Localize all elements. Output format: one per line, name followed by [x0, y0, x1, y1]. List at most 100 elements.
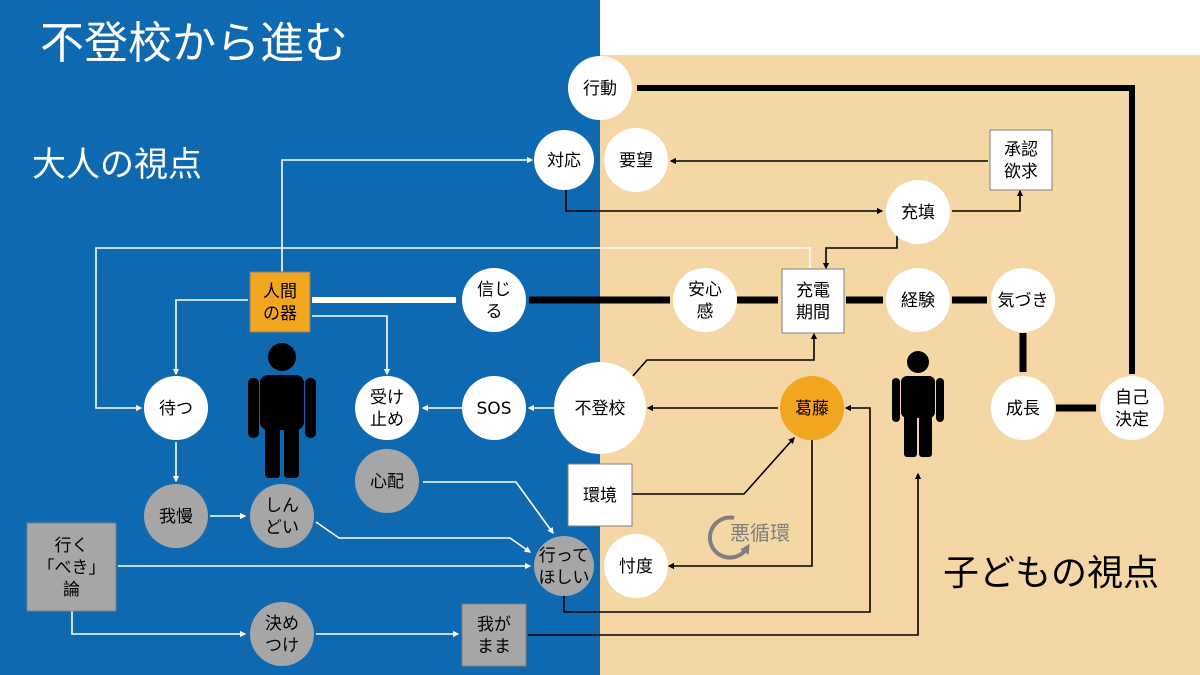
node-itte-label: ほしい [539, 568, 590, 588]
node-koudou-circle [568, 56, 632, 120]
vicious-cycle-label: 悪循環 [730, 521, 790, 545]
adult-perspective-label: 大人の視点 [32, 145, 202, 185]
arrow-kankyou-kattou [632, 437, 795, 495]
connectors [71, 85, 1135, 638]
node-futoukou-label: 不登校 [575, 399, 626, 419]
node-youbou: 要望 [604, 128, 668, 192]
node-wagamama-label: 我が [477, 615, 511, 635]
child-person-icon [892, 351, 944, 457]
node-anshin-circle [673, 268, 737, 332]
node-shinjiru-label: る [486, 302, 503, 322]
child-region-bg [600, 55, 1200, 675]
node-sos-label: SOS [477, 399, 512, 419]
node-uketome-label: 受け [370, 388, 404, 408]
arrow-kattou-sontaku [667, 440, 813, 570]
node-kimetsuke-label: 決め [265, 614, 299, 634]
node-juuten-label: 充填 [901, 203, 935, 223]
node-sontaku-circle [604, 534, 668, 598]
node-shounin-box [989, 129, 1053, 191]
node-ningen-label: 人間 [263, 282, 297, 302]
node-shinjiru: 信じる [462, 268, 526, 332]
node-kimetsuke-label: つけ [265, 636, 299, 656]
arrow-ningen-taiou [281, 156, 534, 272]
node-futoukou: 不登校 [554, 362, 646, 454]
node-kimetsuke-circle [250, 602, 314, 666]
brand-logo-icon [966, 13, 988, 42]
arrow-itte-kattou [563, 404, 871, 613]
node-ningen-label: の器 [263, 304, 297, 324]
node-matsu-label: 待つ [159, 399, 193, 419]
node-shindoi-label: どい [265, 518, 299, 538]
node-keiken-circle [886, 268, 950, 332]
node-koudou-label: 行動 [583, 79, 617, 99]
node-seichou-circle [991, 376, 1055, 440]
node-seichou-label: 成長 [1006, 399, 1040, 419]
brand-systems-text: Systems [815, 13, 958, 48]
node-keiken: 経験 [886, 268, 950, 332]
node-jiko-label: 自己 [1115, 388, 1149, 408]
node-uketome-label: 止め [370, 410, 404, 430]
node-kizuki-label: 気づき [998, 291, 1049, 311]
arrow-juuten-juuden [822, 234, 898, 270]
node-beki-label: 行く [55, 536, 89, 556]
node-shindoi-label: しん [265, 496, 299, 516]
node-gaman: 我慢 [144, 484, 208, 548]
node-kankyou-label: 環境 [583, 486, 617, 506]
node-kattou: 葛藤 [780, 376, 844, 440]
node-wagamama-label: まま [477, 637, 511, 657]
node-sos: SOS [462, 376, 526, 440]
node-sos-circle [462, 376, 526, 440]
node-ningen-box [249, 271, 311, 333]
node-juuden-box [781, 268, 845, 334]
node-youbou-circle [604, 128, 668, 192]
node-youbou-label: 要望 [619, 151, 653, 171]
node-shindoi-circle [250, 484, 314, 548]
node-kattou-label: 葛藤 [795, 399, 829, 419]
arrow-beki-kimetsuke [71, 611, 247, 638]
node-uketome-circle [355, 376, 419, 440]
brand-visualism-text: Visualism [996, 13, 1158, 48]
node-anshin-label: 安心 [688, 280, 722, 300]
node-keiken-label: 経験 [901, 291, 935, 311]
node-beki-label: 論 [63, 580, 80, 600]
node-gaman-label: 我慢 [159, 506, 193, 527]
node-kankyou-box [567, 463, 633, 527]
node-taiou: 対応 [534, 130, 594, 190]
node-beki: 行く「べき」論 [26, 522, 117, 612]
node-shounin-label: 欲求 [1004, 162, 1038, 182]
nodes: 行動対応要望承認欲求充填人間の器信じる安心感充電期間経験気づき待つ受け止めSOS… [26, 56, 1164, 667]
node-jiko-circle [1100, 376, 1164, 440]
node-koudou: 行動 [568, 56, 632, 120]
node-kizuki: 気づき [991, 268, 1055, 332]
node-anshin: 安心感 [673, 268, 737, 332]
node-jiko-label: 決定 [1115, 410, 1149, 430]
node-shounin-label: 承認 [1004, 140, 1038, 160]
node-shinjiru-label: 信じ [477, 280, 511, 300]
node-gaman-circle [144, 484, 208, 548]
arrow-shindoi-itte [315, 521, 532, 553]
node-kankyou: 環境 [567, 463, 633, 527]
vicious-cycle-loop-icon [707, 515, 750, 560]
node-seichou: 成長 [991, 376, 1055, 440]
node-kizuki-circle [991, 268, 1055, 332]
arrow-juuden-matsu [95, 247, 811, 412]
page-title: 不登校から進む [40, 18, 348, 69]
node-sontaku-label: 忖度 [619, 557, 653, 577]
arrow-ningen-matsu [172, 299, 248, 376]
arrow-futoukou-juuden [631, 332, 818, 378]
node-taiou-circle [534, 130, 594, 190]
node-matsu: 待つ [144, 376, 208, 440]
node-taiou-label: 対応 [547, 151, 581, 171]
node-wagamama-box [461, 603, 527, 667]
arrow-ningen-uketome [312, 315, 391, 376]
node-sontaku: 忖度 [604, 534, 668, 598]
node-matsu-circle [144, 376, 208, 440]
arrow-taiou-juuten [565, 190, 884, 215]
